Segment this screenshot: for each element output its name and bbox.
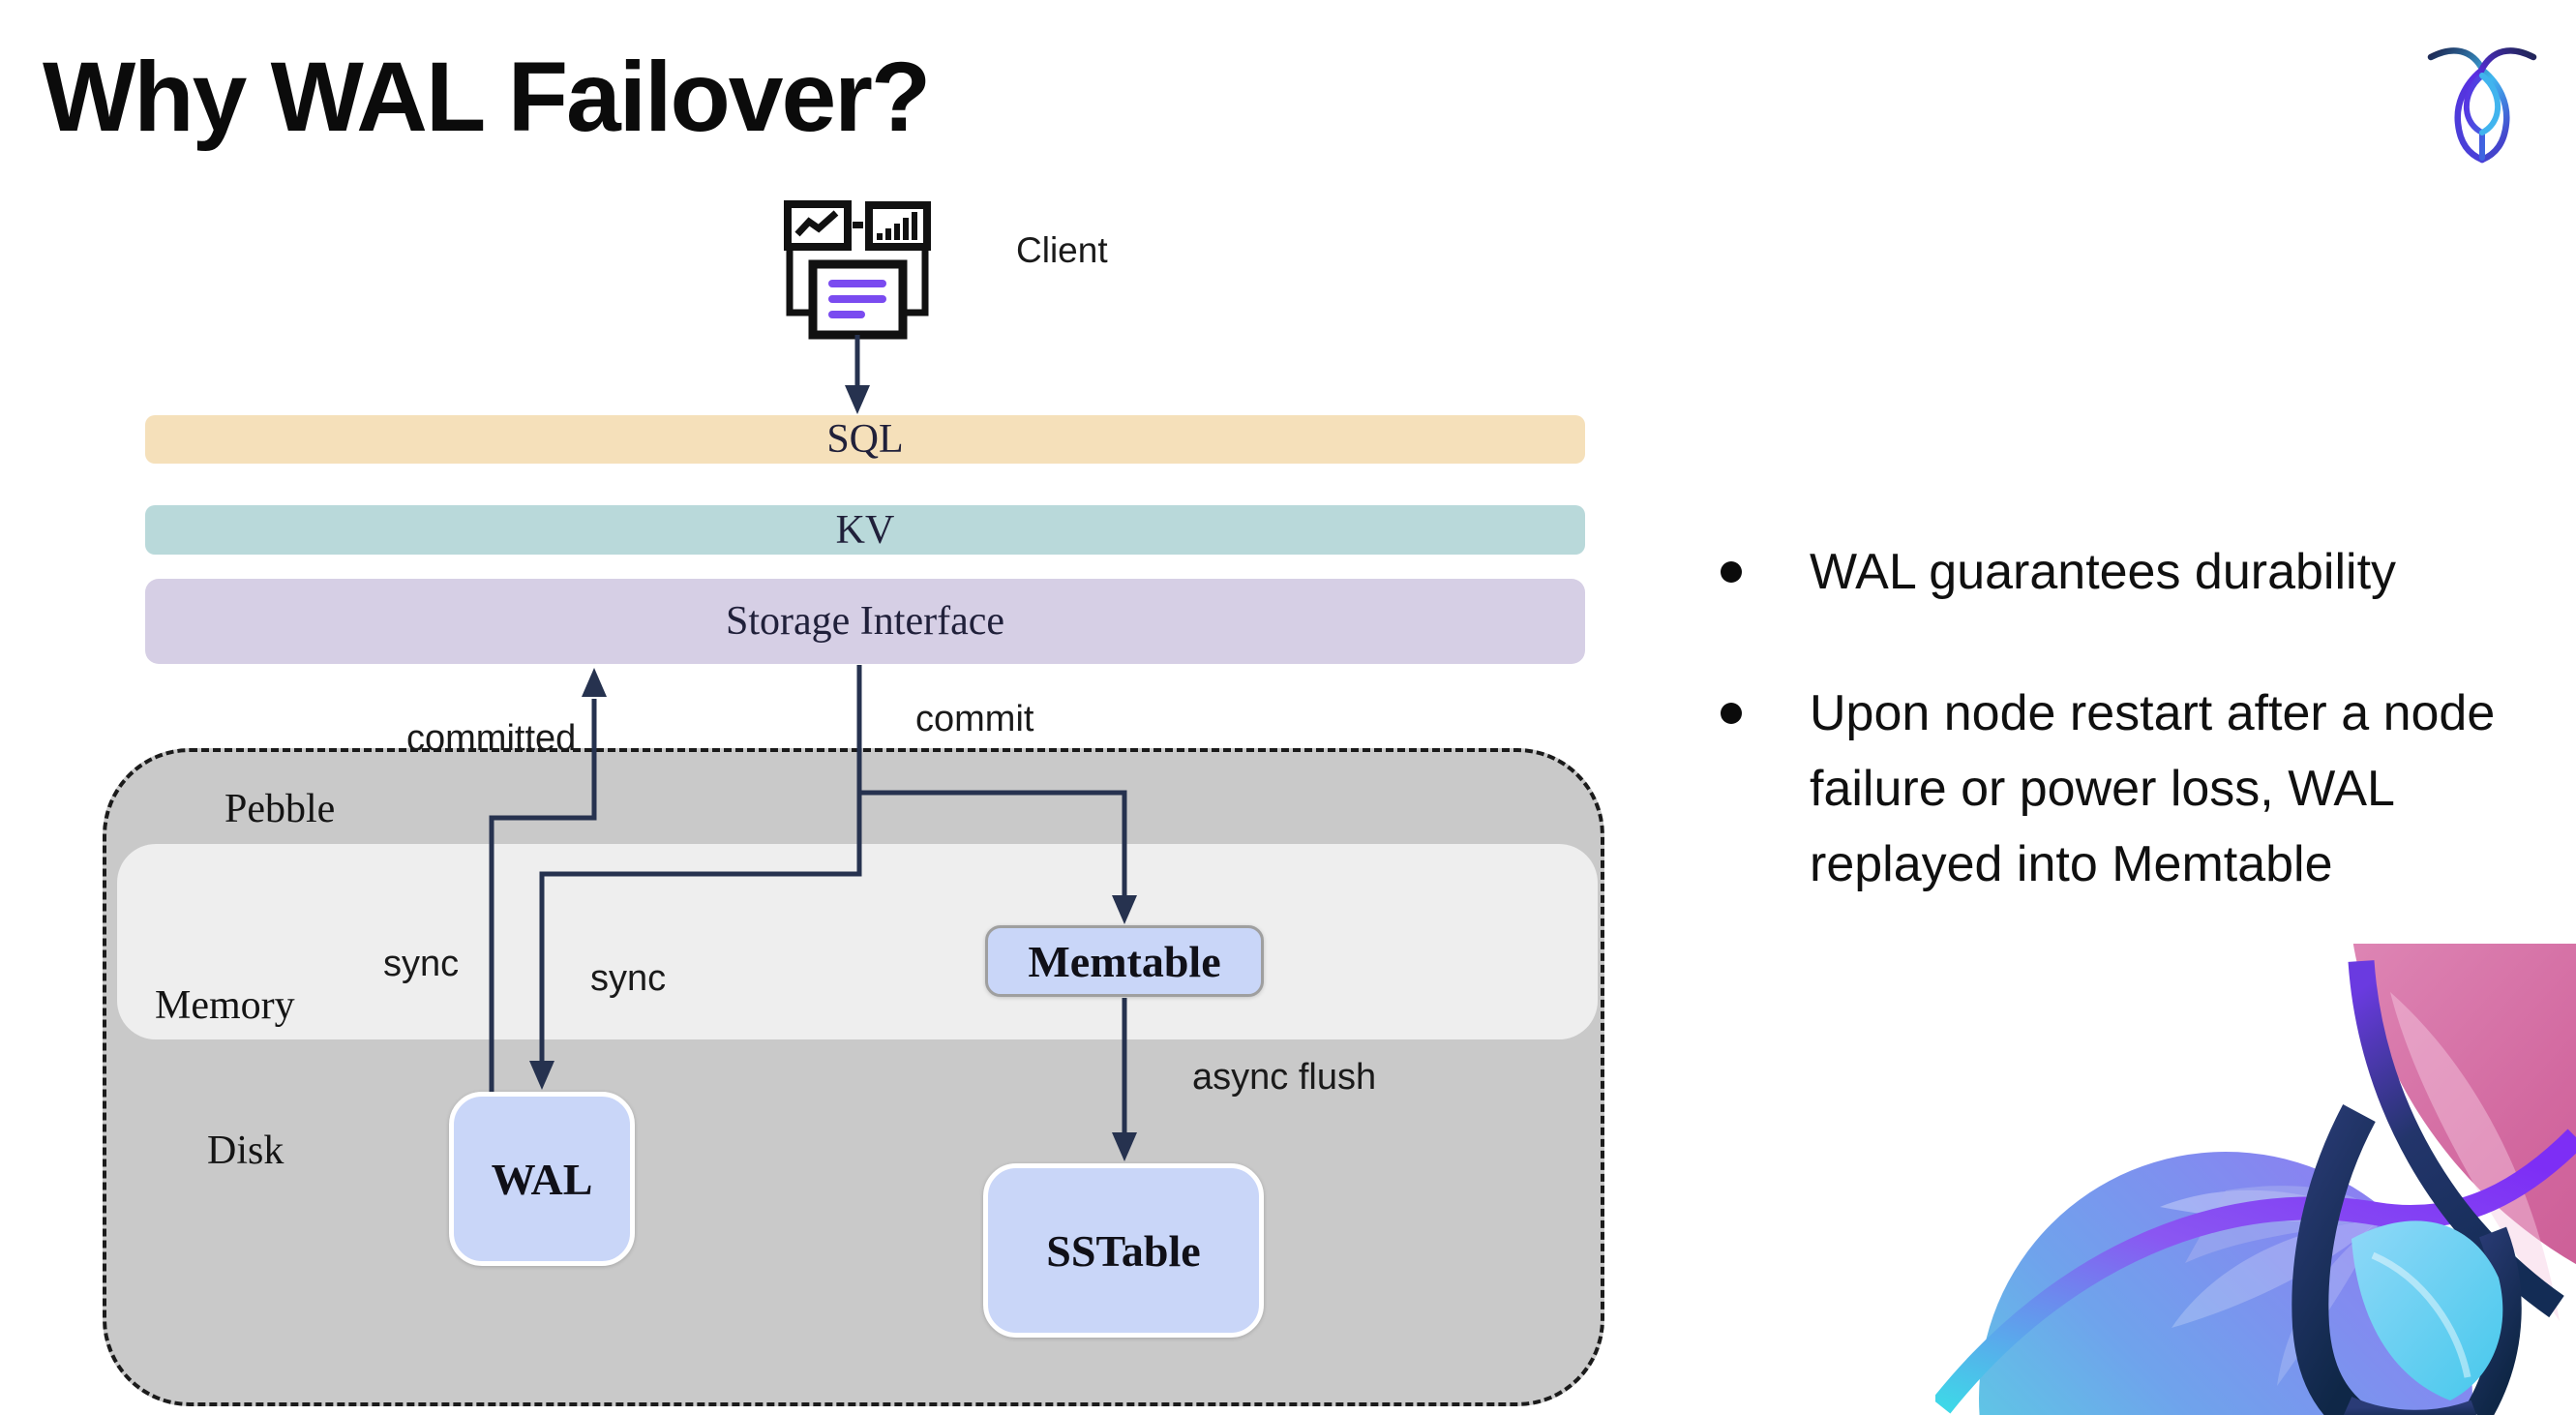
layer-label-storage: Storage Interface bbox=[726, 599, 1004, 644]
bullet-text: Upon node restart after a node failure o… bbox=[1810, 685, 2496, 892]
sstable-label: SSTable bbox=[1046, 1225, 1201, 1276]
layer-bar-sql: SQL bbox=[145, 415, 1585, 464]
edge-label-async-flush: async flush bbox=[1192, 1057, 1377, 1098]
disk-label: Disk bbox=[207, 1129, 285, 1173]
bullet-dot-icon bbox=[1721, 703, 1742, 724]
layer-bar-storage: Storage Interface bbox=[145, 579, 1585, 664]
sstable-node: SSTable bbox=[983, 1163, 1264, 1338]
bullet-item: WAL guarantees durability bbox=[1721, 534, 2533, 610]
page-title: Why WAL Failover? bbox=[43, 42, 931, 152]
edge-label-sync-right: sync bbox=[590, 958, 667, 999]
edge-label-committed: committed bbox=[406, 718, 577, 759]
client-label: Client bbox=[1016, 230, 1108, 270]
memory-band bbox=[117, 844, 1598, 1039]
cockroach-logo-icon bbox=[2427, 47, 2537, 164]
memory-label: Memory bbox=[155, 983, 295, 1028]
layer-label-sql: SQL bbox=[826, 417, 904, 462]
memtable-label: Memtable bbox=[1028, 936, 1221, 986]
pebble-label: Pebble bbox=[225, 787, 336, 831]
layer-label-kv: KV bbox=[835, 507, 895, 553]
brand-art-graphic bbox=[1935, 944, 2576, 1415]
edge-label-commit: commit bbox=[915, 699, 1034, 739]
edge-label-sync-left: sync bbox=[383, 944, 460, 984]
wal-node: WAL bbox=[449, 1092, 635, 1266]
bullet-text: WAL guarantees durability bbox=[1810, 544, 2397, 600]
layer-bar-kv: KV bbox=[145, 505, 1585, 555]
wal-label: WAL bbox=[491, 1154, 593, 1204]
memtable-node: Memtable bbox=[985, 925, 1264, 997]
bullet-item: Upon node restart after a node failure o… bbox=[1721, 676, 2533, 902]
client-icon bbox=[784, 200, 931, 340]
bullet-dot-icon bbox=[1721, 561, 1742, 583]
